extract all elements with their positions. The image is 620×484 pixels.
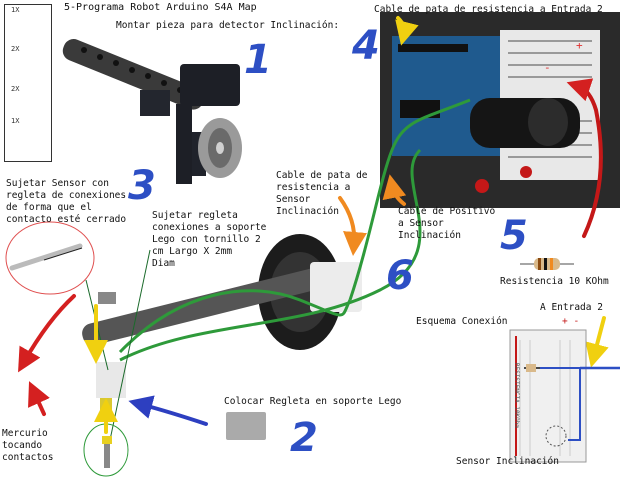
step-5-number: 5 — [500, 213, 528, 259]
parts-list: 1X 2X 2X 1X — [4, 4, 52, 162]
step-4-number: 4 — [352, 23, 380, 69]
step-2-number: 2 — [290, 415, 318, 461]
positivo-label: Cable de Positivo a Sensor Inclinación — [398, 206, 496, 241]
step-6-text: Cable de pata de resistencia a Sensor In… — [276, 170, 368, 217]
step-4-text: Cable de pata de resistencia a Entrada 2 — [374, 4, 603, 15]
step-6-number: 6 — [386, 253, 414, 299]
wheel-assembly — [82, 234, 362, 412]
part-qty-1: 1X — [11, 6, 20, 14]
plus-minus-label: + - — [562, 316, 580, 327]
step-1-number: 1 — [244, 37, 272, 83]
breadboard-schematic — [509, 329, 620, 463]
step-5-text: Resistencia 10 KOhm — [500, 276, 609, 287]
blue-arrow-regleta — [128, 395, 208, 426]
board-minus: - — [544, 61, 551, 74]
red-arrow-mercury — [28, 381, 50, 416]
red-arrow-resistor — [566, 78, 603, 238]
part-qty-3: 2X — [11, 85, 20, 93]
esquema-label: Esquema Conexión — [416, 316, 508, 327]
regleta-piece-small — [98, 292, 116, 304]
part-qty-2: 2X — [11, 45, 20, 53]
orange-arrow-positivo — [382, 174, 407, 206]
lego-arm-assembly — [62, 39, 242, 184]
entrada2-label: A Entrada 2 — [540, 302, 603, 313]
yellow-arrow-entrada — [395, 16, 419, 46]
mercury-sensor-inset — [5, 221, 95, 295]
step-2-text: Colocar Regleta en soporte Lego — [224, 396, 402, 407]
orange-arrow-cable — [338, 196, 367, 256]
regleta-piece — [226, 412, 266, 440]
sensor-label: Sensor Inclinación — [456, 456, 559, 467]
resistor-vertical-label: RESISTENCIA 10KOhm — [513, 362, 521, 429]
resistor — [520, 258, 574, 270]
screw-head — [102, 436, 112, 444]
page-title: 5-Programa Robot Arduino S4A Map — [64, 2, 257, 13]
step-1-text: Montar pieza para detector Inclinación: — [116, 20, 340, 31]
regleta-label: Sujetar regleta conexiones a soporte Leg… — [152, 210, 267, 269]
screw-shaft — [104, 444, 110, 468]
board-plus: + — [576, 39, 583, 52]
part-qty-4: 1X — [11, 117, 20, 125]
step-3-number: 3 — [128, 163, 156, 209]
step-3-text: Sujetar Sensor con regleta de conexiones… — [6, 178, 127, 225]
mercurio-label: Mercurio tocando contactos — [2, 428, 54, 463]
arduino-photo — [380, 12, 620, 208]
red-arrow-sensor — [18, 294, 76, 373]
yellow-arrow-schematic — [585, 316, 609, 368]
